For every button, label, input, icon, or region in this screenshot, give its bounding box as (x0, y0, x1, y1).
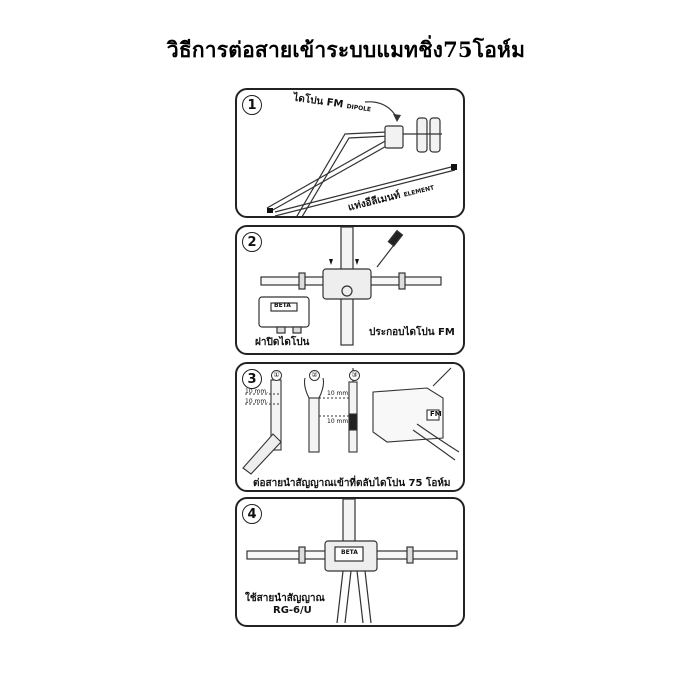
assembly-label: ประกอบไดโปน FM (369, 327, 455, 338)
step-2-panel: 2 BETA ฝาปิดไดโปน ประกอบไดโปน FM (235, 225, 465, 355)
step-4-number: 4 (242, 504, 262, 524)
cable-label-1: ใช้สายนำสัญญาณ (245, 593, 325, 604)
cover-label: ฝาปิดไดโปน (255, 337, 310, 348)
step-3-panel: 3 ① ② ③ 10 mm. 10 mm. 10 mm. 10 mm. FM ต… (235, 362, 465, 492)
step-1-number: 1 (242, 95, 262, 115)
beta-box-label-4: BETA (341, 549, 358, 556)
sub-step-2: ② (309, 370, 320, 381)
fm-tag: FM (430, 410, 442, 418)
cable-prep-illustration (242, 367, 460, 475)
step-1-panel: 1 ไดโปน FM DIPOLE แท่งอีลีเมนท์ ELEMENT (235, 88, 465, 218)
connect-label: ต่อสายนำสัญญาณเข้าที่ตลับไดโปน 75 โอห์ม (253, 478, 451, 489)
step-2-number: 2 (242, 232, 262, 252)
sub-step-3: ③ (349, 370, 360, 381)
measure-2: 10 mm. (245, 398, 269, 405)
dipole-label-small: DIPOLE (346, 103, 372, 114)
cable-label-2: RG-6/U (273, 605, 312, 616)
page-title: วิธีการต่อสายเข้าระบบแมทชิ่ง75โอห์ม (166, 37, 526, 62)
dipole-illustration (266, 101, 457, 216)
sub-step-1: ① (271, 370, 282, 381)
step-3-number: 3 (242, 369, 262, 389)
measure-3: 10 mm. (327, 390, 351, 397)
measure-1: 10 mm. (245, 388, 269, 395)
assembly-illustration (258, 227, 442, 346)
measure-4: 10 mm. (327, 418, 351, 425)
beta-box-label: BETA (274, 302, 291, 309)
step-4-panel: 4 BETA ใช้สายนำสัญญาณ RG-6/U (235, 497, 465, 627)
final-install-illustration (246, 499, 458, 624)
